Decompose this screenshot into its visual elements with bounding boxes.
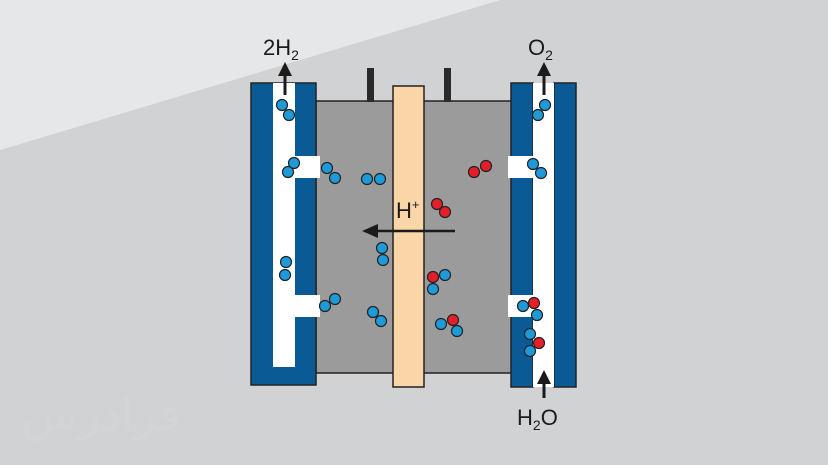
arrow-up-icon — [278, 62, 292, 95]
hydrogen-atom — [534, 166, 548, 180]
hydrogen-atom — [278, 268, 292, 282]
hydrogen-atom — [523, 327, 537, 341]
hydrogen-atom — [282, 108, 296, 122]
oxygen-atom — [426, 270, 440, 284]
hydrogen-atom — [373, 172, 387, 186]
background-shadow-light — [0, 0, 500, 150]
oxygen-atom — [467, 165, 481, 179]
hydrogen-atom — [450, 324, 464, 338]
hydrogen-atom — [538, 98, 552, 112]
water-label: H2O — [517, 405, 558, 433]
right-gas-channel — [508, 83, 554, 387]
hydrogen-atom — [374, 314, 388, 328]
hydrogen-atom — [434, 317, 448, 331]
terminal-right-icon — [444, 68, 451, 102]
hydrogen-atom — [375, 241, 389, 255]
arrow-left-icon — [362, 224, 455, 238]
oxygen-atom — [438, 205, 452, 219]
hydrogen-atom — [530, 308, 544, 322]
hydrogen-atom — [275, 98, 289, 112]
arrow-up-icon — [537, 370, 551, 398]
hydrogen-atom — [287, 156, 301, 170]
arrow-up-icon — [537, 62, 551, 95]
hydrogen-atom — [328, 171, 342, 185]
oxygen-atom — [532, 336, 546, 350]
hydrogen-atom — [279, 255, 293, 269]
left-gas-channel — [273, 83, 320, 367]
right-electrode-inner — [553, 82, 577, 388]
hydrogen-atom — [438, 268, 452, 282]
hydrogen-atom — [523, 344, 537, 358]
proton-membrane — [392, 85, 425, 388]
oxygen-atom — [479, 159, 493, 173]
right-electrode-outer — [510, 82, 534, 388]
terminal-left-icon — [367, 68, 374, 102]
oxygen-label: O2 — [528, 35, 553, 63]
hydrogen-atom — [328, 292, 342, 306]
proton-label: H+ — [396, 197, 419, 223]
oxygen-atom — [430, 197, 444, 211]
hydrogen-atom — [376, 253, 390, 267]
hydrogen-label: 2H2 — [263, 35, 299, 63]
oxygen-atom — [446, 313, 460, 327]
hydrogen-atom — [360, 172, 374, 186]
oxygen-atom — [527, 296, 541, 310]
hydrogen-atom — [318, 299, 332, 313]
hydrogen-atom — [526, 157, 540, 171]
hydrogen-atom — [426, 282, 440, 296]
hydrogen-atom — [366, 305, 380, 319]
hydrogen-atom — [320, 161, 334, 175]
hydrogen-atom — [531, 108, 545, 122]
hydrogen-atom — [516, 299, 530, 313]
hydrogen-atom — [281, 165, 295, 179]
molecules — [275, 98, 552, 358]
watermark-logo: فرادرس — [22, 387, 181, 442]
